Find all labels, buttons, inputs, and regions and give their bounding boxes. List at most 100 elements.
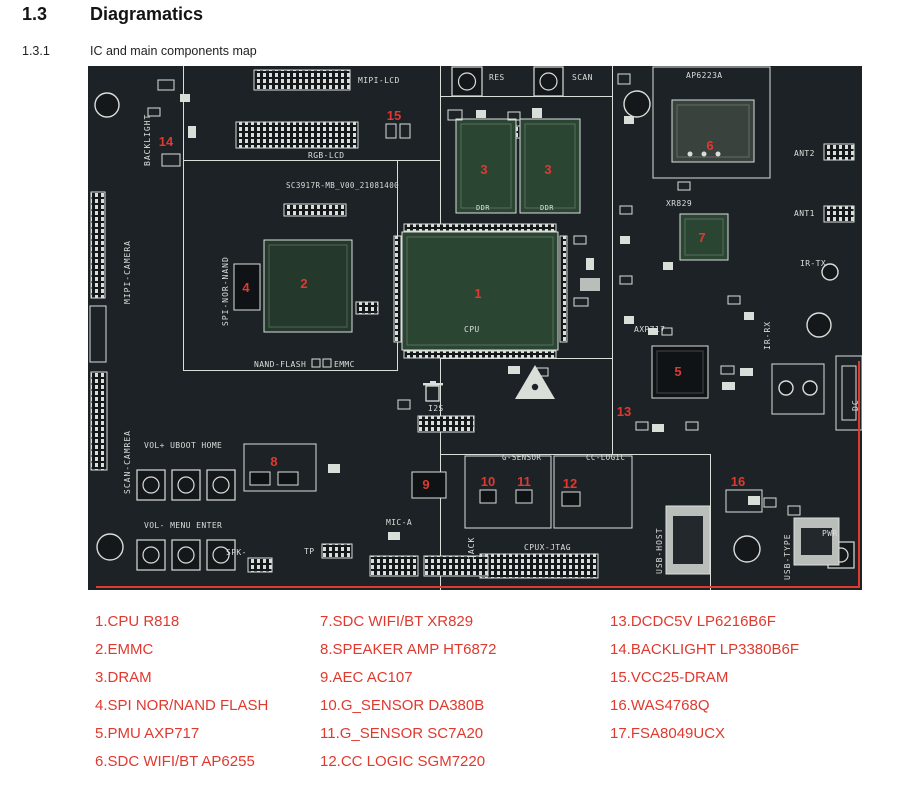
xr829-chip xyxy=(679,213,729,261)
component-outline xyxy=(385,123,397,139)
board-divider-line xyxy=(612,358,613,455)
component-outline xyxy=(89,305,107,363)
legend-item: 8.SPEAKER AMP HT6872 xyxy=(320,641,497,658)
silkscreen-label: MIPI-LCD xyxy=(358,76,400,85)
tact-button-cap xyxy=(212,546,230,564)
res-button-cap xyxy=(457,72,477,91)
component-number: 13 xyxy=(617,404,631,419)
component-number: 16 xyxy=(731,474,745,489)
component-number: 8 xyxy=(270,454,277,469)
component-outline xyxy=(841,365,857,421)
cclogic-box xyxy=(553,455,633,529)
board-divider-line xyxy=(612,66,613,358)
weee-icon-handle xyxy=(430,381,436,384)
speaker-amp-chip xyxy=(277,471,299,486)
legend-item: 15.VCC25-DRAM xyxy=(610,669,729,686)
silkscreen-label: SCAN-CAMREA xyxy=(123,430,132,494)
silkscreen-label: CPU xyxy=(464,325,480,334)
xr829-chip-inner xyxy=(684,218,724,256)
subsection-title: IC and main components map xyxy=(90,44,257,58)
silkscreen-label: I2S xyxy=(428,404,444,413)
shield-dot xyxy=(715,151,721,157)
board-edge-redline xyxy=(96,586,860,588)
board-edge-redline xyxy=(858,361,860,588)
silkscreen-label: EMMC xyxy=(334,360,355,369)
legend-item: 2.EMMC xyxy=(95,641,154,658)
silkscreen-label: CPUX-JTAG xyxy=(524,543,571,552)
silkscreen-label: AXP717 xyxy=(634,325,665,334)
tact-button xyxy=(136,539,166,571)
legend-item: 14.BACKLIGHT LP3380B6F xyxy=(610,641,799,658)
component-outline xyxy=(677,181,691,191)
component-number: 9 xyxy=(422,477,429,492)
component-outline xyxy=(161,153,181,167)
silkscreen-label: DC xyxy=(851,399,860,411)
component-pad xyxy=(180,94,190,102)
section-number: 1.3 xyxy=(22,4,48,24)
weee-icon xyxy=(425,385,440,402)
tact-button xyxy=(206,469,236,501)
emmc-chip-inner xyxy=(268,244,348,328)
gsensor-box xyxy=(464,455,552,529)
component-outline xyxy=(157,79,175,91)
crystal xyxy=(580,278,600,291)
silkscreen-label: PWR xyxy=(822,529,838,538)
mounting-hole xyxy=(733,535,761,563)
silkscreen-label: MIC-A xyxy=(386,518,412,527)
emmc-chip xyxy=(263,239,353,333)
silkscreen-label: TP xyxy=(304,547,314,556)
cpu-pins xyxy=(559,235,568,343)
component-outline xyxy=(397,399,411,410)
legend-item: 1.CPU R818 xyxy=(95,613,180,630)
silkscreen-label: RGB-LCD xyxy=(308,151,345,160)
tact-button xyxy=(136,469,166,501)
silkscreen-label: G-SENSOR xyxy=(502,453,541,462)
silkscreen-label: SCAN xyxy=(572,73,593,82)
board-divider-line xyxy=(440,96,613,97)
speaker-amp-box xyxy=(243,443,317,492)
spi-flash-chip xyxy=(233,263,261,311)
silkscreen-label: SPI-NOR-NAND xyxy=(221,256,230,326)
component-outline xyxy=(507,111,521,121)
tact-button-cap xyxy=(142,476,160,494)
component-outline xyxy=(763,497,777,508)
component-number: 3 xyxy=(544,162,551,177)
silkscreen-label: VOL+ UBOOT HOME xyxy=(144,441,222,450)
dram-chip-inner xyxy=(460,123,512,209)
silkscreen-label: DDR xyxy=(540,204,554,212)
speaker-amp-chip xyxy=(249,471,271,486)
legend-item: 5.PMU AXP717 xyxy=(95,725,200,742)
legend-item: 3.DRAM xyxy=(95,669,152,686)
component-pad xyxy=(532,108,542,118)
silkscreen-label: USB-HOST xyxy=(655,527,664,574)
component-outline xyxy=(661,327,673,336)
legend-item: 7.SDC WIFI/BT XR829 xyxy=(320,613,474,630)
board-divider-line xyxy=(440,454,711,455)
component-pad xyxy=(624,116,634,124)
component-pad xyxy=(652,424,664,432)
component-number: 12 xyxy=(563,476,577,491)
component-number: 2 xyxy=(300,276,307,291)
usb-type-port-slot xyxy=(801,528,832,555)
component-outline xyxy=(635,421,649,431)
component-number: 14 xyxy=(159,134,174,149)
silkscreen-label: AP6223A xyxy=(686,71,723,80)
component-number: 4 xyxy=(242,280,250,295)
component-pad xyxy=(388,532,400,540)
spk-connector xyxy=(247,557,273,573)
component-pad xyxy=(620,236,630,244)
i2s-connector xyxy=(417,415,475,433)
ir-emitter xyxy=(821,263,839,281)
silkscreen-label: CC-LOGIC xyxy=(586,453,625,462)
board-divider-line xyxy=(183,66,184,370)
component-outline xyxy=(535,367,549,377)
component-number: 7 xyxy=(698,230,705,245)
component-number: 5 xyxy=(674,364,681,379)
rgb-lcd-connector xyxy=(235,121,359,149)
silkscreen-label: VOL- MENU ENTER xyxy=(144,521,222,530)
component-outline xyxy=(573,297,589,307)
mic-connector xyxy=(423,555,489,577)
